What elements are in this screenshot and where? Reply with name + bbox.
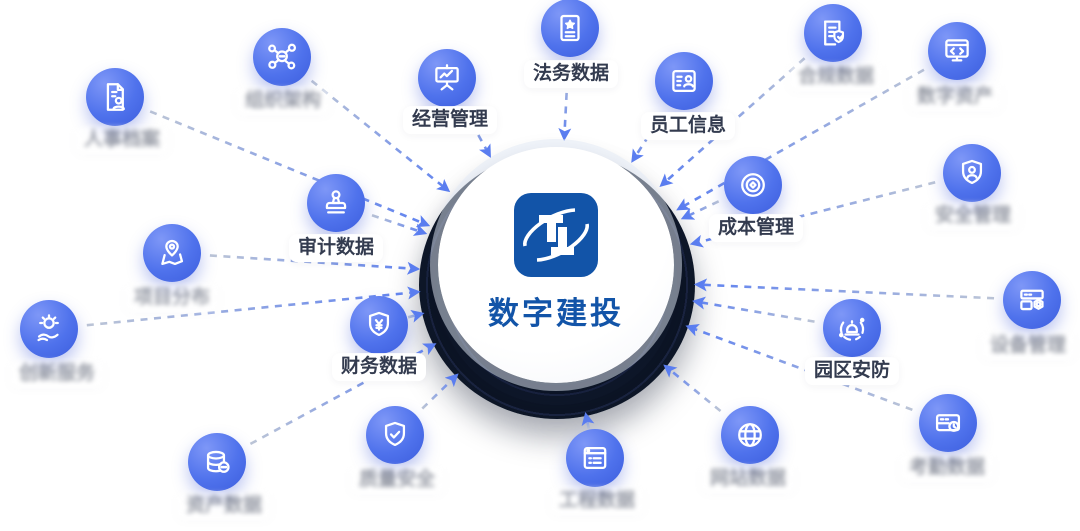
alarm-node bbox=[823, 299, 881, 357]
shield-person-node bbox=[943, 144, 1001, 202]
node-label-innovation: 创新服务 bbox=[9, 360, 105, 388]
arrow-quality bbox=[421, 373, 459, 410]
coin-icon bbox=[741, 173, 765, 197]
arrow-engineering bbox=[581, 412, 595, 429]
hub-circle: 数字建投 bbox=[438, 147, 674, 383]
arrow-park-security bbox=[692, 296, 815, 323]
doc-person-node bbox=[86, 68, 144, 126]
node-label-audit: 审计数据 bbox=[288, 234, 384, 262]
code-window-icon bbox=[945, 39, 969, 62]
card-gear-icon bbox=[1020, 289, 1044, 311]
doc-shield-icon bbox=[824, 20, 845, 46]
arrow-website bbox=[663, 364, 722, 413]
shield-person-icon bbox=[961, 159, 983, 185]
node-label-finance: 财务数据 bbox=[331, 353, 427, 381]
map-pin-node bbox=[143, 224, 201, 282]
network-icon bbox=[268, 43, 297, 70]
card-clock-node bbox=[919, 394, 977, 452]
code-window-node bbox=[928, 22, 986, 80]
node-label-compliance: 合规数据 bbox=[788, 63, 884, 91]
node-label-org-network: 组织架构 bbox=[235, 87, 331, 115]
shield-yen-node bbox=[350, 296, 408, 354]
node-label-operation: 经营管理 bbox=[402, 106, 498, 134]
database-node bbox=[188, 433, 246, 491]
arrow-audit bbox=[371, 213, 428, 236]
node-label-attendance: 考勤数据 bbox=[899, 454, 995, 482]
globe-node bbox=[721, 406, 779, 464]
bulb-hand-node bbox=[20, 300, 78, 358]
browser-list-icon bbox=[583, 446, 607, 470]
hub-title: 数字建投 bbox=[488, 295, 624, 331]
node-label-project-map: 项目分布 bbox=[124, 284, 220, 312]
globe-icon bbox=[738, 423, 762, 447]
node-label-digital-asset: 数字资产 bbox=[907, 83, 1003, 111]
doc-person-icon bbox=[106, 83, 125, 111]
id-card-node bbox=[655, 52, 713, 110]
database-icon bbox=[206, 450, 230, 473]
company-logo-icon bbox=[514, 192, 598, 277]
node-label-quality: 质量安全 bbox=[349, 466, 445, 494]
stamp-icon bbox=[325, 190, 347, 214]
shield-check-node bbox=[366, 406, 424, 464]
node-label-legal: 法务数据 bbox=[523, 60, 619, 88]
node-label-cost: 成本管理 bbox=[708, 214, 804, 242]
arrow-hr-file bbox=[149, 110, 431, 228]
shield-check-icon bbox=[384, 421, 406, 447]
network-node bbox=[253, 28, 311, 86]
arrow-device bbox=[693, 278, 995, 300]
presentation-node bbox=[418, 49, 476, 107]
doc-star-node bbox=[541, 0, 599, 57]
node-label-engineering: 工程数据 bbox=[549, 487, 645, 515]
browser-list-node bbox=[566, 429, 624, 487]
card-gear-node bbox=[1003, 271, 1061, 329]
id-card-icon bbox=[672, 69, 696, 93]
map-pin-icon bbox=[161, 239, 184, 266]
shield-yen-icon bbox=[368, 311, 390, 337]
node-label-website: 网站数据 bbox=[700, 465, 796, 493]
doc-shield-node bbox=[804, 4, 862, 62]
alarm-icon bbox=[838, 317, 865, 341]
node-label-asset-data: 资产数据 bbox=[176, 492, 272, 520]
node-label-park-security: 园区安防 bbox=[804, 357, 900, 385]
card-clock-icon bbox=[935, 414, 961, 432]
node-label-device: 设备管理 bbox=[980, 332, 1076, 360]
node-label-security-mgmt: 安全管理 bbox=[925, 202, 1021, 230]
stamp-node bbox=[307, 174, 365, 232]
bulb-hand-icon bbox=[37, 314, 59, 342]
arrow-finance bbox=[407, 310, 425, 323]
node-label-employee: 员工信息 bbox=[640, 112, 736, 140]
coin-node bbox=[724, 156, 782, 214]
doc-star-icon bbox=[560, 14, 580, 42]
presentation-icon bbox=[435, 64, 459, 91]
node-label-hr-file: 人事档案 bbox=[74, 126, 170, 154]
